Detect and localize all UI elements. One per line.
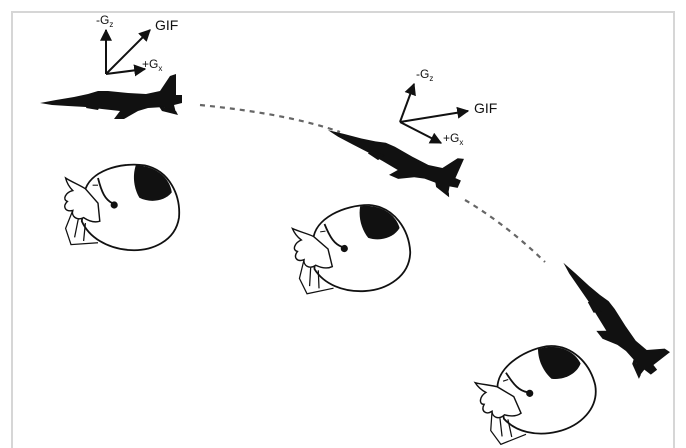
flight-path (464, 199, 546, 263)
pilot-head-icon (288, 198, 416, 302)
pos-gx-label: +Gx (142, 57, 162, 73)
gif-label: GIF (474, 100, 497, 116)
pilot-head-icon (469, 333, 607, 448)
axis-triad-2: -Gz GIF +Gx (399, 67, 497, 147)
axis-triad-1: -Gz GIF +Gx (96, 13, 178, 77)
neg-gz-label: -Gz (96, 13, 113, 29)
neg-gz-label: -Gz (416, 67, 433, 83)
flight-path (199, 103, 341, 134)
fighter-jet-icon (40, 74, 182, 119)
fighter-jet-icon (321, 103, 470, 203)
pilot-head-icon (63, 163, 181, 252)
pos-gx-label: +Gx (443, 131, 463, 147)
gif-label: GIF (155, 17, 178, 33)
